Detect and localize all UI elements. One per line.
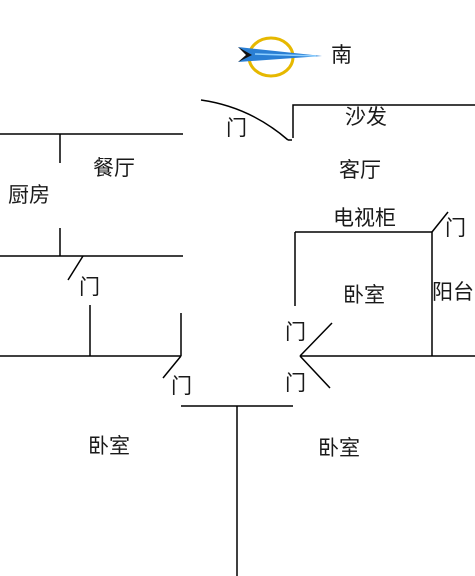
tv-cabinet-label: 电视柜 — [333, 206, 396, 230]
balcony-label: 阳台 — [432, 280, 474, 304]
walls — [0, 99, 475, 576]
east-bedroom-label: 卧室 — [343, 283, 385, 307]
compass-needle-tail — [238, 47, 252, 62]
east-bedroom-door-lower — [299, 355, 331, 389]
southeast-bedroom-label: 卧室 — [318, 436, 360, 460]
sofa-label: 沙发 — [345, 105, 387, 129]
kitchen-door-swing — [67, 255, 84, 281]
dining-room-label: 餐厅 — [93, 156, 135, 180]
south-bedroom-west-door — [162, 355, 182, 379]
kitchen-label: 厨房 — [8, 183, 50, 207]
east-bedroom-upper-door-label: 门 — [285, 320, 306, 344]
east-bedroom-door-upper — [299, 322, 333, 357]
living-room-label: 客厅 — [339, 158, 381, 182]
east-bedroom-lower-door-label: 门 — [285, 371, 306, 395]
compass-label: 南 — [331, 43, 352, 67]
entrance-door-label: 门 — [226, 116, 247, 140]
southwest-bedroom-door-label: 门 — [171, 374, 192, 398]
entrance-door-swing — [200, 99, 289, 141]
southwest-bedroom-label: 卧室 — [88, 434, 130, 458]
balcony-door-swing — [431, 211, 449, 233]
compass-icon — [238, 36, 322, 78]
balcony-door-label: 门 — [445, 216, 466, 240]
living-room-top-wall — [292, 104, 475, 138]
kitchen-door-label: 门 — [79, 275, 100, 299]
compass-needle-shine — [254, 53, 317, 57]
